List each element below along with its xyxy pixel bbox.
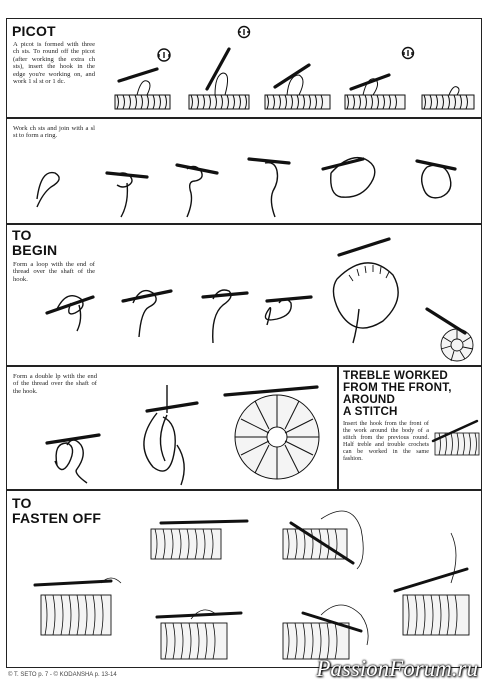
picot-symbol-icon — [157, 25, 415, 62]
yarn-loop — [330, 156, 376, 198]
fasten-off-title-line1: TO — [12, 495, 32, 511]
treble-text: Insert the hook from the front of the wo… — [343, 420, 429, 462]
round-motif — [234, 394, 320, 480]
ring-stitches — [348, 265, 474, 362]
ring-text: Work ch sts and join with a sl st to for… — [13, 125, 95, 140]
ring-illustrations — [36, 156, 457, 218]
treble-title-line4: A STITCH — [343, 405, 398, 418]
fasten-off-panel: TO FASTEN OFF — [6, 490, 482, 668]
double-loop-illustrations — [45, 385, 320, 486]
crochet-hook-icon — [45, 237, 467, 335]
yarn-end — [320, 510, 364, 570]
stitch-band — [40, 528, 470, 660]
yarn-end — [450, 532, 457, 584]
picot-text: A picot is formed with three ch sts. To … — [13, 41, 95, 86]
yarn-loop — [36, 171, 60, 208]
treble-title-line1: TREBLE WORKED — [343, 369, 449, 382]
treble-illustration — [431, 419, 480, 456]
picot-panel: PICOT A picot is formed with three ch st… — [6, 18, 482, 118]
yarn-loop — [264, 161, 279, 218]
picot-loops — [136, 72, 460, 96]
to-begin-illustrations — [45, 237, 474, 362]
picot-illustrations — [114, 25, 475, 110]
crochet-hook-icon — [45, 385, 319, 445]
crochet-hook-icon — [117, 47, 391, 91]
stitch-band — [114, 94, 475, 110]
yarn-loop — [420, 164, 452, 199]
yarn-loop — [56, 295, 84, 332]
fasten-off-illustrations — [33, 510, 470, 660]
page: PICOT A picot is formed with three ch st… — [6, 18, 482, 668]
yarn-loop — [264, 298, 292, 326]
treble-panel: TREBLE WORKED FROM THE FRONT, AROUND A S… — [338, 366, 482, 490]
yarn-loop — [132, 289, 157, 338]
to-begin-panel: TO BEGIN Form a loop with the end of thr… — [6, 224, 482, 366]
crochet-hook-icon — [431, 419, 479, 443]
yarn-loop — [212, 289, 232, 344]
ring-panel: Work ch sts and join with a sl st to for… — [6, 118, 482, 224]
double-loop-text: Form a double lp with the end of the thr… — [13, 373, 97, 395]
yarn-loop — [54, 439, 88, 484]
yarn-loop — [116, 172, 133, 218]
yarn-loop — [143, 385, 185, 486]
yarn-loop — [186, 165, 203, 218]
double-loop-panel: Form a double lp with the end of the thr… — [6, 366, 338, 490]
yarn-ring — [332, 262, 399, 329]
watermark: PassionForum.ru — [316, 656, 478, 681]
fasten-off-title-line2: FASTEN OFF — [12, 510, 102, 526]
to-begin-title-line2: BEGIN — [12, 242, 58, 258]
to-begin-title-line1: TO — [12, 227, 32, 243]
to-begin-text: Form a loop with the end of thread over … — [13, 261, 95, 283]
copyright-footer: © T. SETO p. 7 - © KODANSHA p. 13-14 — [8, 672, 117, 678]
treble-title-line3: AROUND — [343, 393, 396, 406]
treble-title-line2: FROM THE FRONT, — [343, 381, 452, 394]
picot-title: PICOT — [12, 23, 56, 39]
crochet-hook-icon — [105, 157, 457, 179]
yarn-end — [320, 604, 369, 646]
crochet-hook-icon — [33, 519, 469, 633]
